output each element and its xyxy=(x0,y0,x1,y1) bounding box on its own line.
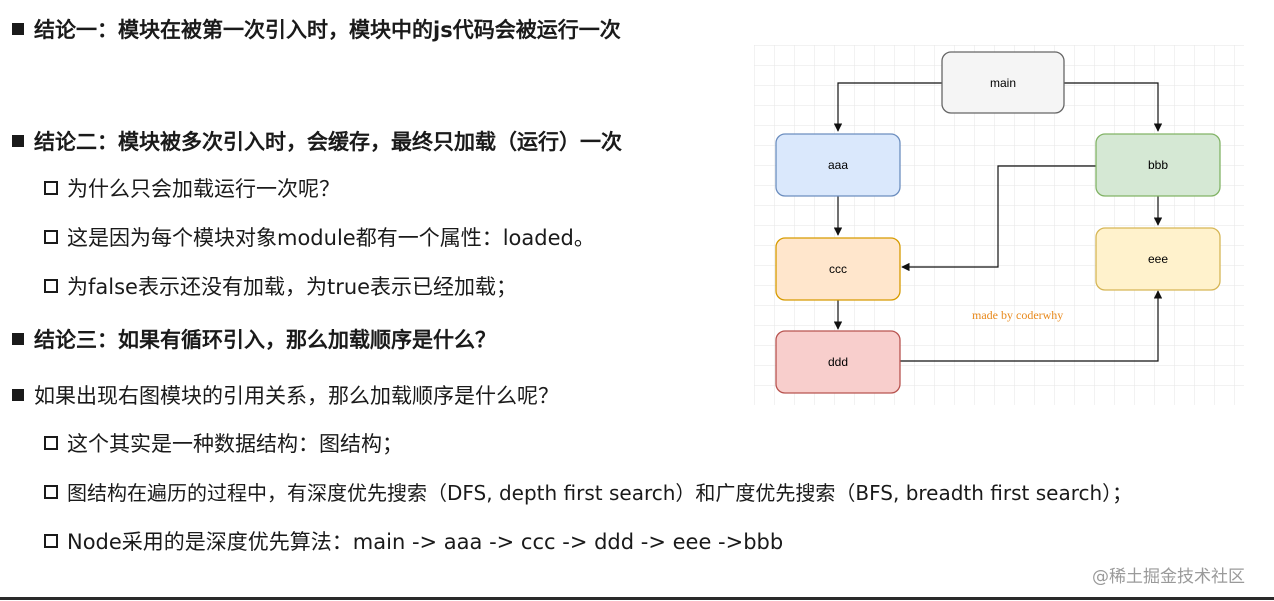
sub-point: 为false表示还没有加载，为true表示已经加载； xyxy=(44,271,517,301)
conclusion-2: 结论二：模块被多次引入时，会缓存，最终只加载（运行）一次 xyxy=(12,126,622,156)
edge-main-aaa xyxy=(833,82,942,132)
node-label: ddd xyxy=(828,355,848,369)
sub-point: Node采用的是深度优先算法：main -> aaa -> ccc -> ddd… xyxy=(44,526,783,556)
conclusion-3: 结论三：如果有循环引入，那么加载顺序是什么？ xyxy=(12,324,496,354)
conclusion-1-text: 结论一：模块在被第一次引入时，模块中的js代码会被运行一次 xyxy=(34,18,621,42)
conclusion-2-text: 结论二：模块被多次引入时，会缓存，最终只加载（运行）一次 xyxy=(34,130,622,154)
node-bbb: bbb xyxy=(1095,133,1221,197)
node-label: main xyxy=(990,76,1016,90)
sub-point: 这个其实是一种数据结构：图结构； xyxy=(44,428,403,458)
node-ccc: ccc xyxy=(775,237,901,301)
edge-ddd-eee xyxy=(900,290,1163,362)
bullet-square-icon xyxy=(12,23,24,35)
hollow-square-bullet-icon xyxy=(44,436,58,450)
node-label: aaa xyxy=(828,158,848,172)
conclusion-3-text: 结论三：如果有循环引入，那么加载顺序是什么？ xyxy=(34,328,496,352)
bullet-square-icon xyxy=(12,333,24,345)
node-eee: eee xyxy=(1095,227,1221,291)
bullet-square-icon xyxy=(12,389,24,401)
sub-point: 为什么只会加载运行一次呢？ xyxy=(44,173,340,203)
node-main: main xyxy=(941,51,1065,114)
sub-point-text: 图结构在遍历的过程中，有深度优先搜索（DFS, depth first sear… xyxy=(67,481,1133,505)
node-aaa: aaa xyxy=(775,133,901,197)
edge-main-bbb xyxy=(1064,82,1163,132)
hollow-square-bullet-icon xyxy=(44,230,58,244)
bullet-square-icon xyxy=(12,135,24,147)
sub-point: 图结构在遍历的过程中，有深度优先搜索（DFS, depth first sear… xyxy=(44,477,1132,506)
question-text: 如果出现右图模块的引用关系，那么加载顺序是什么呢？ xyxy=(34,384,559,408)
sub-point: 这是因为每个模块对象module都有一个属性：loaded。 xyxy=(44,222,595,252)
conclusion-1: 结论一：模块在被第一次引入时，模块中的js代码会被运行一次 xyxy=(12,14,621,44)
sub-point-text: 为什么只会加载运行一次呢？ xyxy=(67,177,340,201)
node-ddd: ddd xyxy=(775,330,901,394)
sub-point-text: 这个其实是一种数据结构：图结构； xyxy=(67,432,403,456)
hollow-square-bullet-icon xyxy=(44,279,58,293)
hollow-square-bullet-icon xyxy=(44,181,58,195)
edge-bbb-ccc xyxy=(901,165,1096,272)
diagram-credit: made by coderwhy xyxy=(972,308,1063,322)
question: 如果出现右图模块的引用关系，那么加载顺序是什么呢？ xyxy=(12,380,559,410)
sub-point-text: Node采用的是深度优先算法：main -> aaa -> ccc -> ddd… xyxy=(67,530,784,554)
watermark: @稀土掘金技术社区 xyxy=(1092,567,1245,587)
bottom-divider xyxy=(0,597,1274,600)
sub-point-text: 为false表示还没有加载，为true表示已经加载； xyxy=(67,275,518,299)
node-label: ccc xyxy=(829,262,847,276)
hollow-square-bullet-icon xyxy=(44,484,58,499)
hollow-square-bullet-icon xyxy=(44,534,58,548)
module-dependency-diagram: main aaa bbb ccc eee ddd made by coderwh… xyxy=(754,45,1244,405)
sub-point-text: 这是因为每个模块对象module都有一个属性：loaded。 xyxy=(67,226,595,250)
node-label: eee xyxy=(1148,252,1168,266)
node-label: bbb xyxy=(1148,158,1168,172)
